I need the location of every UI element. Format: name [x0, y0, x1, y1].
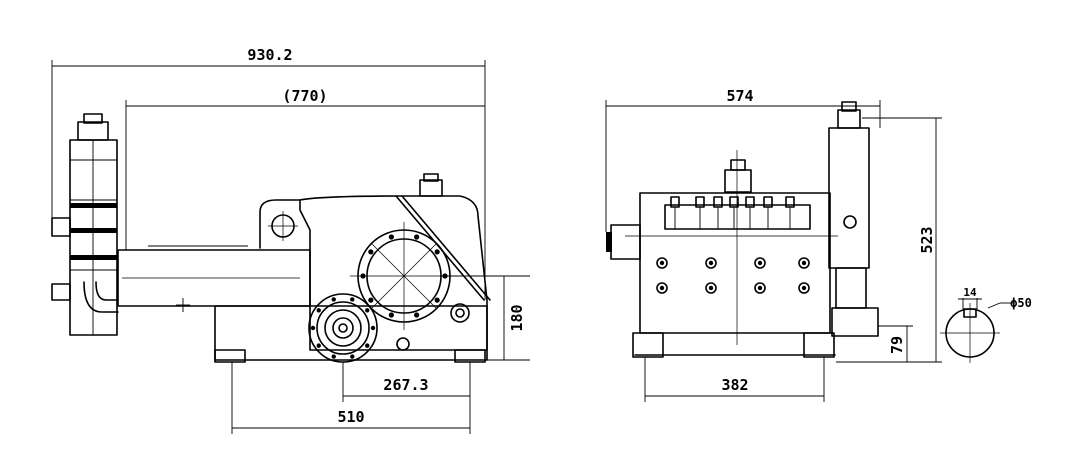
top-fitting	[419, 179, 443, 197]
dim-shaft-offset: 267.3	[383, 376, 428, 394]
dim-overall-width: 574	[726, 87, 753, 105]
bolt-head	[350, 354, 355, 359]
bolt-head	[331, 354, 336, 359]
bolt-hex	[705, 257, 717, 269]
bolt-head	[365, 343, 370, 348]
bolt-hex	[754, 282, 766, 294]
bolt-head	[316, 343, 321, 348]
front-bolt-grid	[656, 257, 810, 294]
bolt-head	[350, 297, 355, 302]
dim-base-height: 79	[888, 336, 906, 354]
bolt-head	[331, 297, 336, 302]
bolt-head	[414, 312, 420, 318]
dim-shaft-diameter: ϕ50	[1010, 296, 1032, 310]
bolt-hex	[705, 282, 717, 294]
side-port-upper	[51, 217, 71, 237]
bolt-head	[388, 312, 394, 318]
side-foot-left	[214, 349, 246, 363]
bolt-head	[414, 234, 420, 240]
bolt-head	[370, 325, 376, 331]
diagonal-arm	[395, 195, 485, 301]
bolt-hex	[656, 257, 668, 269]
front-view	[605, 100, 942, 402]
side-port-lower	[51, 283, 71, 301]
bolt-head	[360, 273, 366, 279]
front-body	[639, 192, 831, 334]
front-left-port	[610, 224, 641, 260]
shaft-section	[940, 298, 1014, 363]
bolt-head	[368, 297, 374, 303]
bolt-head	[310, 325, 316, 331]
outlet-elbow	[83, 281, 119, 313]
bolt-hex	[798, 282, 810, 294]
bolt-head	[316, 308, 321, 313]
bolt-head	[365, 308, 370, 313]
large-cover-bolts	[360, 234, 448, 318]
bolt-head	[368, 249, 374, 255]
manifold-studs	[670, 196, 795, 229]
gearbox-housing	[299, 195, 488, 351]
bolt-hex	[656, 282, 668, 294]
dim-shaft-height: 180	[508, 304, 526, 331]
front-top-fitting	[724, 169, 752, 193]
dim-foot-spacing: 510	[337, 408, 364, 426]
bolt-head	[388, 234, 394, 240]
dim-body-length: (770)	[282, 87, 327, 105]
side-view	[51, 60, 530, 434]
side-plug	[450, 303, 470, 323]
small-gear-cover	[308, 293, 378, 363]
bolt-head	[434, 249, 440, 255]
dim-foot-width: 382	[721, 376, 748, 394]
front-outlet	[835, 267, 867, 309]
housing-lug	[259, 199, 301, 249]
bolt-hex	[754, 257, 766, 269]
front-foot-left	[632, 332, 664, 358]
front-pump-head	[828, 127, 870, 269]
valve-cap	[77, 121, 109, 141]
bolt-head	[434, 297, 440, 303]
dim-overall-height: 523	[918, 226, 936, 253]
manifold-block	[664, 204, 811, 230]
pump-head	[69, 139, 118, 336]
bolt-hex	[798, 257, 810, 269]
dim-overall-length: 930.2	[247, 46, 292, 64]
front-foot-right	[803, 332, 835, 358]
small-cover-bolts	[310, 297, 376, 359]
front-base-block	[831, 307, 879, 337]
dim-keyway-width: 14	[963, 286, 977, 299]
